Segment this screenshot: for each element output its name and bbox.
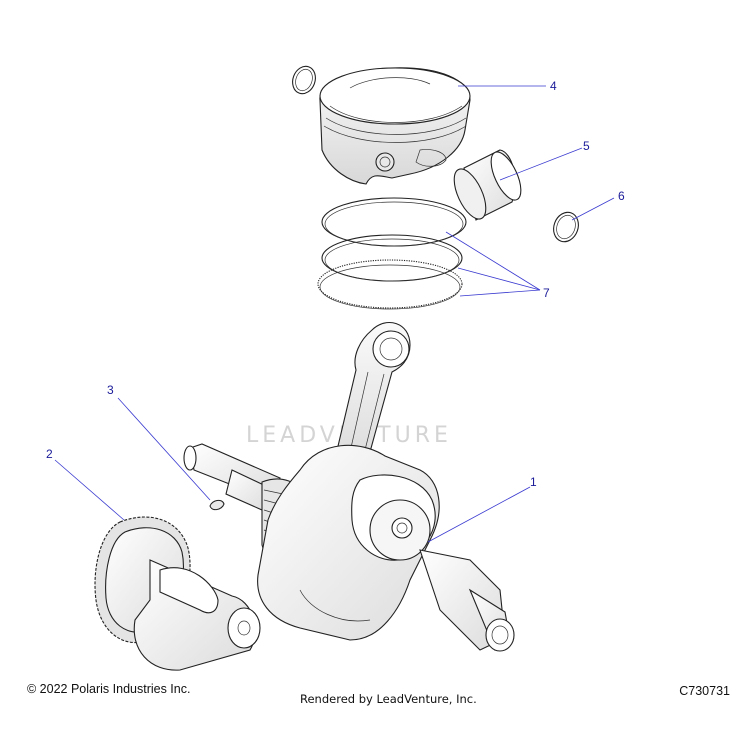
circlip-right	[553, 211, 579, 243]
leader-6	[571, 197, 615, 221]
woodruff-key	[209, 499, 225, 511]
leader-lines	[54, 85, 615, 543]
circlip-left	[292, 65, 316, 95]
diagram-code: C730731	[679, 684, 730, 698]
callout-4: 4	[550, 79, 557, 93]
leader-3	[117, 397, 211, 501]
callout-3: 3	[107, 383, 114, 397]
callout-5: 5	[583, 139, 590, 153]
piston	[319, 67, 471, 185]
wrist-pin	[453, 149, 522, 221]
callouts: 1 2 3 4 5 6 7	[46, 79, 625, 489]
balance-shaft-gear	[94, 516, 261, 671]
piston-rings	[317, 197, 467, 310]
leader-7c	[459, 289, 541, 297]
callout-7: 7	[543, 286, 550, 300]
leader-7a	[445, 231, 541, 291]
leader-5	[499, 147, 583, 181]
callout-1: 1	[530, 475, 537, 489]
callout-2: 2	[46, 447, 53, 461]
crankshaft-assembly	[183, 322, 515, 652]
leader-7b	[457, 267, 541, 291]
leader-1	[427, 486, 531, 543]
callout-6: 6	[618, 189, 625, 203]
leader-2	[54, 459, 125, 521]
rendered-by-text: Rendered by LeadVenture, Inc.	[300, 692, 477, 706]
copyright-text: © 2022 Polaris Industries Inc.	[27, 682, 191, 696]
